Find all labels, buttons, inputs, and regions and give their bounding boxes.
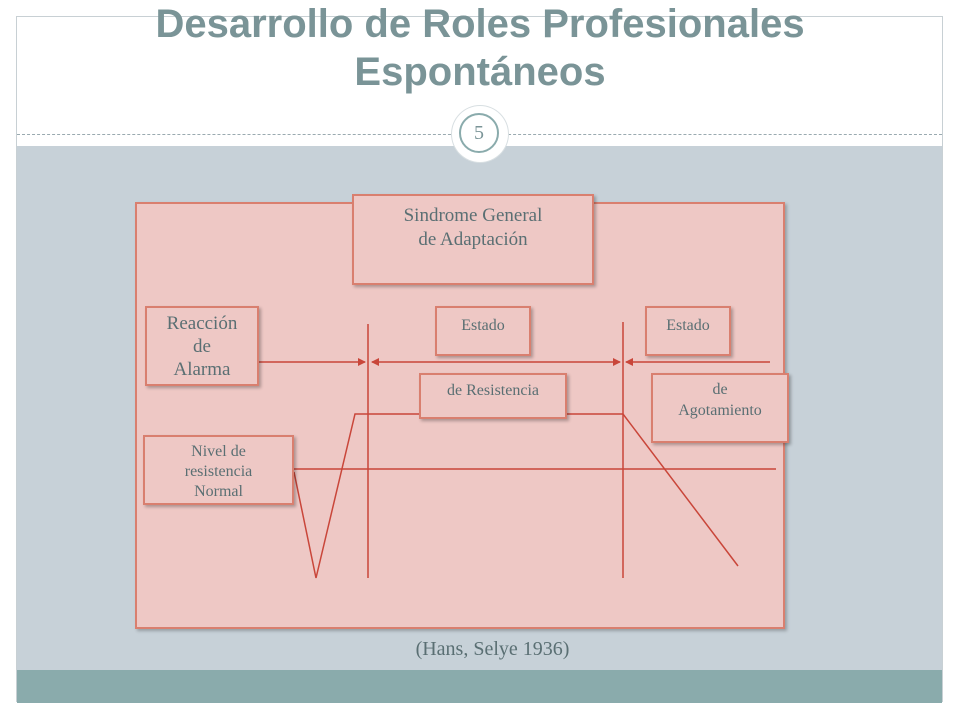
slide-title-line-2: Espontáneos xyxy=(354,50,606,94)
estado-resistencia-label-box: Estado xyxy=(435,306,531,356)
slide-title: Desarrollo de Roles Profesionales Espont… xyxy=(0,0,960,110)
sindrome-line-2: de Adaptación xyxy=(418,229,528,250)
reaccion-line-3: Alarma xyxy=(173,359,231,380)
nivel-line-2: resistencia xyxy=(184,463,253,480)
de-agotamiento-box: de Agotamiento xyxy=(651,373,789,443)
agotamiento-line-2: Agotamiento xyxy=(678,402,762,419)
nivel-line-3: Normal xyxy=(194,483,243,500)
nivel-line-1: Nivel de xyxy=(191,443,246,460)
agotamiento-line-1: de xyxy=(712,381,728,398)
de-resistencia-text: de Resistencia xyxy=(447,382,539,399)
sindrome-general-box: Sindrome General de Adaptación xyxy=(352,194,594,285)
nivel-resistencia-normal-box: Nivel de resistencia Normal xyxy=(143,435,294,505)
citation-caption: (Hans, Selye 1936) xyxy=(415,638,570,660)
estado-agotamiento-top-text: Estado xyxy=(666,317,710,334)
reaccion-line-2: de xyxy=(193,336,211,357)
reaccion-alarma-box: Reacción de Alarma xyxy=(145,306,259,386)
reaccion-line-1: Reacción xyxy=(166,313,238,334)
de-resistencia-box: de Resistencia xyxy=(419,373,567,419)
footer-band xyxy=(17,670,942,703)
estado-agotamiento-label-box: Estado xyxy=(645,306,731,356)
resistance-curve xyxy=(293,413,739,579)
page-number: 5 xyxy=(459,113,499,153)
estado-resistencia-top-text: Estado xyxy=(461,317,505,334)
sindrome-line-1: Sindrome General xyxy=(403,205,543,226)
slide-title-line-1: Desarrollo de Roles Profesionales xyxy=(155,2,805,46)
